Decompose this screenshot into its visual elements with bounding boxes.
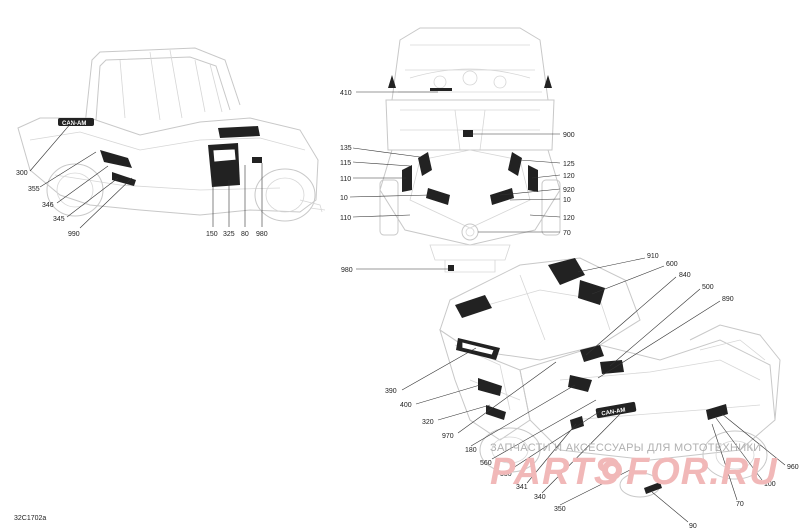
watermark-site-right: FOR.RU	[626, 451, 778, 493]
figure-code: 32C1702a	[14, 515, 46, 522]
callout-970: 970	[442, 433, 454, 440]
callout-346: 346	[42, 202, 54, 209]
callout-980: 980	[256, 231, 268, 238]
callout-340: 340	[534, 494, 546, 501]
can-am-decal-iso	[595, 401, 637, 419]
callout-110-upper: 110	[340, 176, 351, 183]
callout-120-lower: 120	[563, 215, 575, 222]
iso-view-vehicle: CAN-AM	[439, 257, 781, 498]
callout-390: 390	[385, 388, 397, 395]
callout-341: 341	[516, 484, 528, 491]
callout-960: 960	[787, 464, 799, 471]
callout-90: 90	[689, 523, 697, 530]
side-view-vehicle: CAN-AM	[17, 47, 326, 222]
callout-990: 990	[68, 231, 80, 238]
callout-920: 920	[563, 187, 575, 194]
side-view-leaders	[29, 121, 263, 229]
callout-320: 320	[422, 419, 434, 426]
callout-410: 410	[340, 90, 352, 97]
callout-500: 500	[702, 284, 714, 291]
callout-550: 550	[500, 471, 512, 478]
callout-120-upper: 120	[563, 173, 575, 180]
callout-180: 180	[465, 447, 477, 454]
callout-115: 115	[340, 160, 351, 167]
callout-355: 355	[28, 186, 40, 193]
callout-10-right: 10	[563, 197, 571, 204]
callout-350: 350	[554, 506, 566, 513]
callout-70-front: 70	[563, 230, 571, 237]
callout-325: 325	[223, 231, 235, 238]
can-am-decal-side	[58, 118, 94, 126]
front-view-vehicle	[379, 27, 561, 273]
side-view-callouts: 300 355 346 345 990 150 325 80 980	[16, 170, 268, 238]
callout-100: 100	[764, 481, 776, 488]
callout-150: 150	[206, 231, 218, 238]
iso-view-callouts: 910 600 840 500 890 390 400 320 970 180 …	[385, 253, 799, 530]
callout-400: 400	[400, 402, 412, 409]
watermark-site-left: PARTS	[490, 451, 620, 493]
callout-900: 900	[563, 132, 575, 139]
callout-80: 80	[241, 231, 249, 238]
watermark-tagline: ЗАПЧАСТИ И АКСЕССУАРЫ ДЛЯ МОТОТЕХНИКИ	[490, 442, 761, 454]
callout-980-front: 980	[341, 267, 353, 274]
callout-910: 910	[647, 253, 659, 260]
callout-110-lower: 110	[340, 215, 351, 222]
callout-300: 300	[16, 170, 28, 177]
front-view-leaders	[349, 91, 561, 270]
front-view-callouts: 410 135 115 110 10 110 900 125 120 920 1…	[340, 90, 575, 274]
callout-70-iso: 70	[736, 501, 744, 508]
callout-890: 890	[722, 296, 734, 303]
watermark: ЗАПЧАСТИ И АКСЕССУАРЫ ДЛЯ МОТОТЕХНИКИ PA…	[490, 442, 778, 493]
callout-345: 345	[53, 216, 65, 223]
callout-135: 135	[340, 145, 352, 152]
callout-10-left: 10	[340, 195, 348, 202]
callout-125: 125	[563, 161, 575, 168]
callout-600: 600	[666, 261, 678, 268]
can-am-decal-iso-text: CAN-AM	[601, 407, 626, 417]
can-am-decal-side-text: CAN-AM	[62, 121, 86, 127]
callout-840: 840	[679, 272, 691, 279]
callout-560: 560	[480, 460, 492, 467]
